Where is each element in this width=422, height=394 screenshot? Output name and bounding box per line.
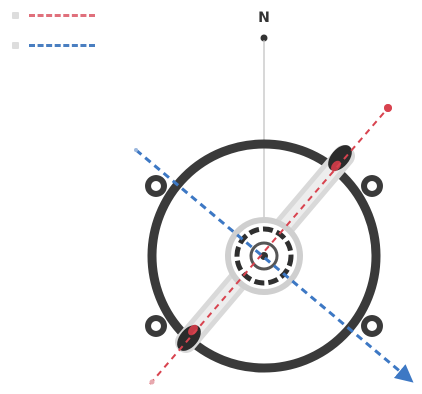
red-axis-tip-dot — [384, 104, 392, 112]
red-axis-tail-dot — [149, 379, 155, 385]
north-dot — [260, 34, 268, 42]
legend-item-red — [12, 12, 95, 19]
red-axis-line — [149, 104, 392, 385]
blue-axis-tail-dot — [134, 148, 138, 152]
legend-swatch-red — [12, 12, 19, 19]
north-label: N — [258, 10, 270, 26]
needle-tip-ne — [328, 145, 352, 172]
dashed-line-blue-icon — [29, 44, 95, 47]
dashed-line-red-icon — [29, 14, 95, 17]
outer-ring — [147, 139, 381, 373]
legend-item-blue — [12, 42, 95, 49]
legend-swatch-blue — [12, 42, 19, 49]
